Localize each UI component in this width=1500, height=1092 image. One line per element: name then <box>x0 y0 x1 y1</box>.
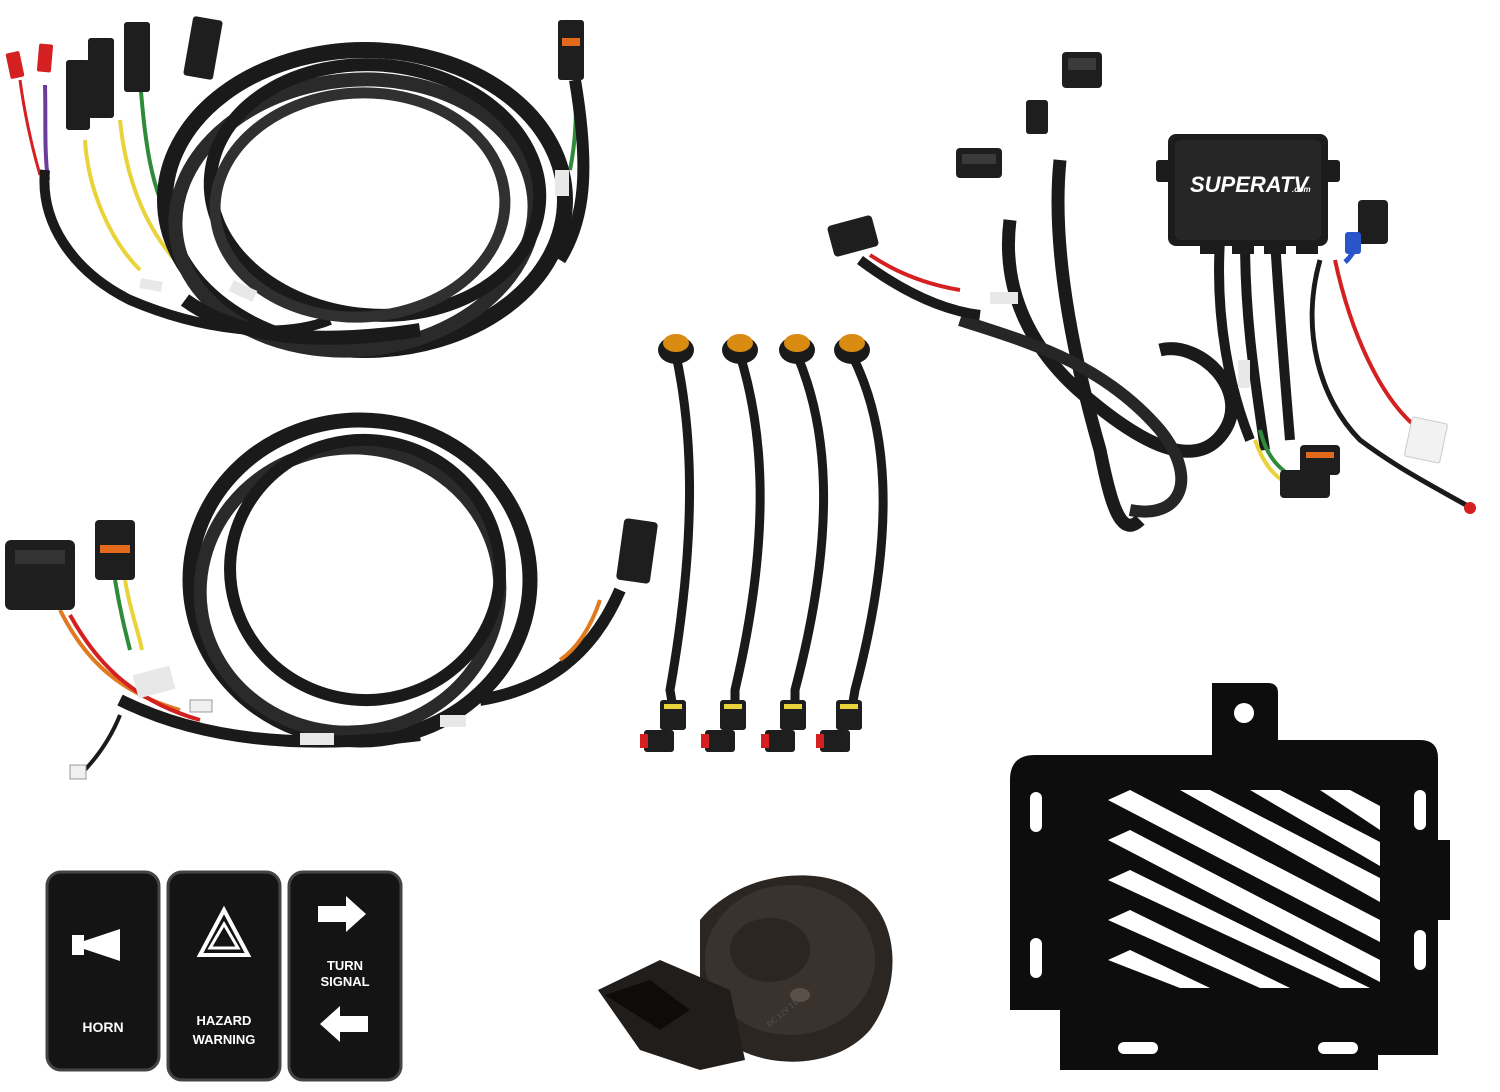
arrow-right-icon <box>318 896 366 932</box>
controller-box: SUPERATV .com <box>1156 134 1340 254</box>
bracket-mount-hole <box>1234 703 1254 723</box>
bracket-slot <box>1030 938 1042 978</box>
horn-center-cap <box>730 918 810 982</box>
wire-red-right <box>1333 259 1422 432</box>
wire-black-right <box>1309 259 1477 513</box>
switch-label-hazard: HAZARD <box>197 1013 252 1028</box>
wire-green2 <box>113 579 132 651</box>
rocker-switch-hazard: HAZARD WARNING <box>166 870 282 1082</box>
wire-controller-red <box>868 253 961 292</box>
wire-yellow-1 <box>83 139 142 272</box>
red-spade-terminal <box>5 43 54 79</box>
switch-label-turn: TURN <box>327 958 363 973</box>
amber-marker-lights <box>640 334 888 752</box>
marker-light-1 <box>640 334 695 752</box>
wire-red-lead <box>18 79 42 176</box>
rocker-switch-turn-signal: TURN SIGNAL <box>287 870 403 1082</box>
arrow-left-icon <box>320 1006 368 1042</box>
controller-harness-branch <box>857 255 981 320</box>
harness-tail <box>554 79 590 264</box>
harness2-loop-3 <box>224 433 506 707</box>
bracket-slot <box>1030 792 1042 832</box>
bracket-vent-stripes <box>1108 790 1380 988</box>
switch-label-signal: SIGNAL <box>320 974 369 989</box>
marker-light-3 <box>761 334 829 752</box>
bracket-slot <box>1318 1042 1358 1054</box>
controller-harness-loop-2 <box>1051 159 1145 532</box>
horn-mouth <box>605 980 690 1030</box>
controller-harness-loop-3 <box>958 314 1188 518</box>
harness2-tail-bottom <box>117 694 421 748</box>
harness2-label-tag <box>300 733 334 745</box>
controller-module-assembly: SUPERATV .com <box>827 52 1477 532</box>
harness-label-tag <box>555 170 569 196</box>
wire-purple <box>43 84 50 181</box>
switch-label-warning: WARNING <box>193 1032 256 1047</box>
harness-loop-4 <box>209 87 511 323</box>
horn-icon <box>72 929 120 961</box>
controller-connectors <box>827 52 1476 514</box>
wire-red <box>68 614 201 722</box>
wire-yellow-2 <box>118 119 177 262</box>
harness-label-tag <box>139 278 163 292</box>
harness-label-tag <box>228 280 258 302</box>
black-connector-group <box>66 16 584 130</box>
horn-badge <box>790 988 810 1002</box>
bracket-slot <box>1118 1042 1158 1054</box>
bracket-slot <box>1414 930 1426 970</box>
marker-light-2 <box>701 334 765 752</box>
controller-harness-loop <box>1002 219 1239 458</box>
switch-label-horn: HORN <box>82 1019 123 1035</box>
mounting-bracket <box>1010 683 1450 1070</box>
controller-label-tag <box>1238 360 1250 388</box>
controller-output-cables <box>1214 239 1295 451</box>
rocker-switch-horn: HORN <box>45 870 161 1072</box>
electric-horn: DC 12V 110 dB <box>598 875 893 1070</box>
hazard-triangle-icon <box>196 905 252 957</box>
rocker-switches: HORN HAZARD WARNING TURN SIGNAL <box>45 870 403 1082</box>
harness2-label-tag <box>132 665 176 699</box>
harness-tail-2 <box>180 294 422 345</box>
harness2-tail-right <box>479 587 626 706</box>
bracket-slot <box>1414 790 1426 830</box>
marker-light-4 <box>816 334 888 752</box>
wire-yellow3 <box>123 579 144 651</box>
controller-brand-logo: SUPERATV <box>1190 172 1310 197</box>
main-wiring-harness-coil <box>5 16 590 358</box>
controller-label-tag <box>990 292 1018 304</box>
controller-brand-suffix: .com <box>1292 185 1311 194</box>
harness2-connectors <box>5 518 658 780</box>
rear-wiring-harness-coil <box>5 412 658 780</box>
harness2-label-tag <box>440 715 466 727</box>
wire-orange-right <box>558 599 602 662</box>
